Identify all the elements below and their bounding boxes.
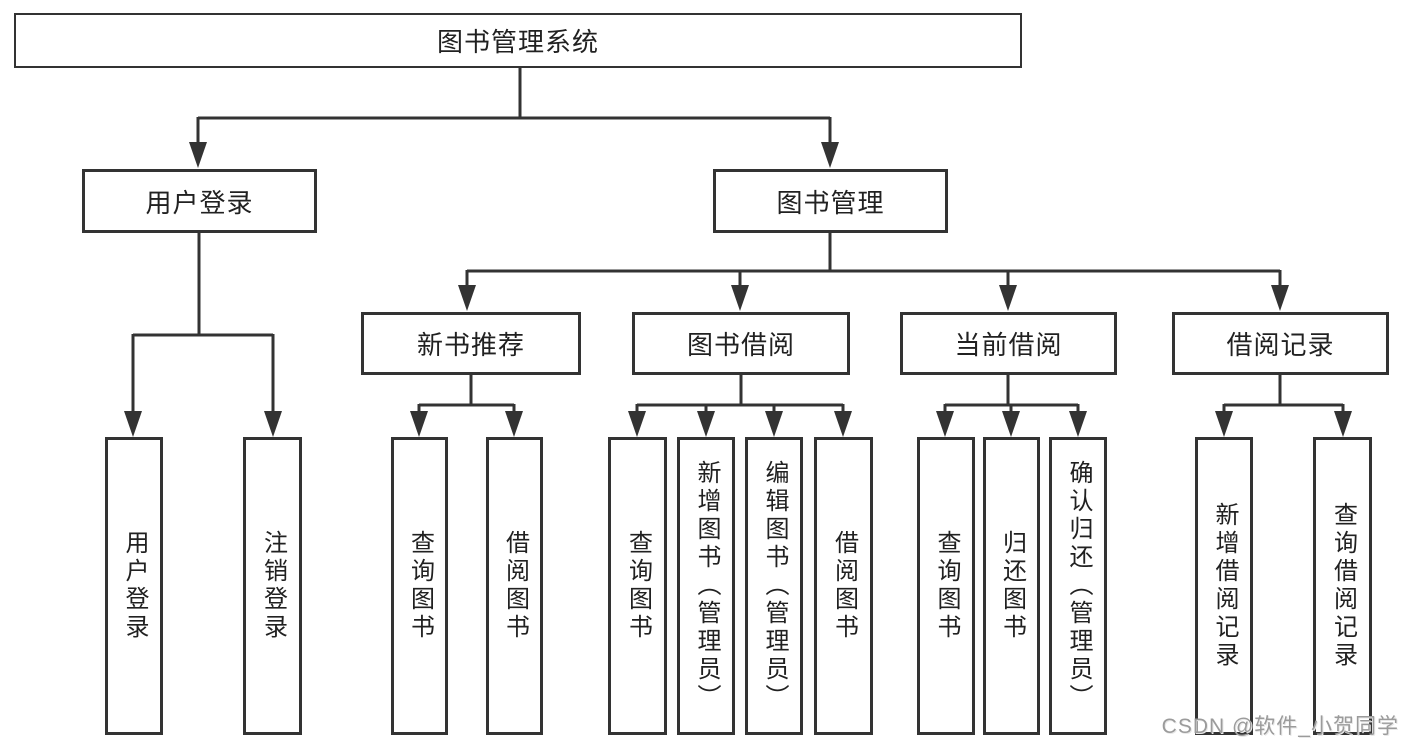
node-label: 查询图书 — [624, 530, 652, 642]
leaf-add-borrow-record: 新增借阅记录 — [1195, 437, 1253, 735]
node-label: 用户登录 — [121, 530, 148, 642]
node-label: 新增借阅记录 — [1211, 502, 1238, 670]
leaf-query-books-3: 查询图书 — [917, 437, 975, 735]
node-label: 图书借阅 — [686, 330, 795, 360]
node-label: 借阅记录 — [1226, 330, 1335, 360]
node-borrowing-records: 借阅记录 — [1172, 312, 1389, 375]
node-current-borrowing: 当前借阅 — [900, 312, 1117, 375]
leaf-borrow-books-2: 借阅图书 — [814, 437, 873, 735]
node-label: 图书管理 — [776, 187, 885, 218]
node-label: 新书推荐 — [416, 330, 525, 360]
node-label: 归还图书 — [998, 530, 1026, 642]
arrowheads — [124, 142, 1352, 437]
node-label: 查询借阅记录 — [1329, 502, 1357, 670]
node-label: 借阅图书 — [830, 530, 858, 642]
node-label: 借阅图书 — [501, 530, 529, 642]
node-library-management-system: 图书管理系统 — [14, 13, 1022, 68]
leaf-logout: 注销登录 — [243, 437, 302, 735]
leaf-query-borrow-record: 查询借阅记录 — [1313, 437, 1372, 735]
node-new-book-recommend: 新书推荐 — [361, 312, 581, 375]
leaf-borrow-books-1: 借阅图书 — [486, 437, 543, 735]
csdn-watermark: CSDN @软件_小贺同学 — [1161, 715, 1399, 738]
leaf-query-books-2: 查询图书 — [608, 437, 667, 735]
node-label: 用户登录 — [145, 187, 254, 218]
node-label: 图书管理系统 — [436, 27, 599, 57]
node-label: 新增图书（管理员） — [693, 460, 720, 712]
node-label: 确认归还（管理员） — [1065, 460, 1092, 712]
node-book-management: 图书管理 — [713, 169, 948, 233]
leaf-add-books-admin: 新增图书（管理员） — [677, 437, 735, 735]
leaf-confirm-return-admin: 确认归还（管理员） — [1049, 437, 1107, 735]
leaf-edit-books-admin: 编辑图书（管理员） — [745, 437, 803, 735]
node-label: 查询图书 — [406, 530, 434, 642]
node-label: 查询图书 — [933, 530, 960, 642]
node-book-borrowing: 图书借阅 — [632, 312, 850, 375]
leaf-user-login: 用户登录 — [105, 437, 163, 735]
node-user-login: 用户登录 — [82, 169, 317, 233]
leaf-query-books-1: 查询图书 — [391, 437, 448, 735]
node-label: 当前借阅 — [954, 330, 1063, 360]
node-label: 编辑图书（管理员） — [761, 460, 788, 712]
node-label: 注销登录 — [259, 530, 287, 642]
leaf-return-books: 归还图书 — [983, 437, 1040, 735]
